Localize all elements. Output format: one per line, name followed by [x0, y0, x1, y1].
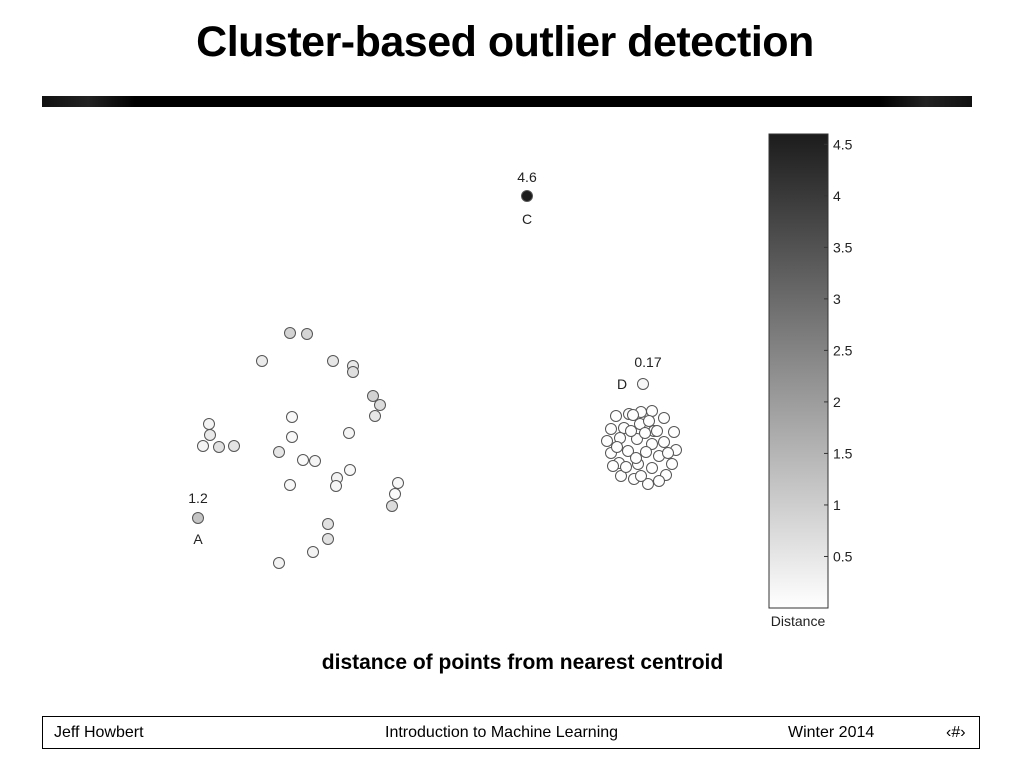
- outlier-point-a: [192, 512, 204, 524]
- point-left-cluster: [228, 440, 240, 452]
- footer-course: Introduction to Machine Learning: [385, 724, 619, 741]
- points-layer: [192, 190, 682, 569]
- point-left-cluster: [204, 429, 216, 441]
- point-left-cluster: [330, 480, 342, 492]
- point-left-cluster: [344, 464, 356, 476]
- slide-title: Cluster-based outlier detection: [196, 18, 814, 66]
- footer-author: Jeff Howbert: [54, 724, 144, 741]
- colorbar-label: Distance: [771, 613, 826, 629]
- point-right-cluster: [662, 447, 674, 459]
- colorbar-tick-label: 2.5: [833, 342, 853, 358]
- point-left-cluster: [347, 366, 359, 378]
- point-left-cluster: [369, 410, 381, 422]
- point-left-cluster: [301, 328, 313, 340]
- point-right-cluster: [610, 410, 622, 422]
- point-left-cluster: [284, 327, 296, 339]
- point-right-cluster: [646, 462, 658, 474]
- point-right-cluster: [615, 470, 627, 482]
- point-left-cluster: [286, 431, 298, 443]
- colorbar-ticks: 0.5 1 1.5 2 2.5 3 3.5 4 4.5: [824, 136, 853, 564]
- point-left-cluster: [386, 500, 398, 512]
- colorbar-tick-label: 0.5: [833, 548, 853, 564]
- outlier-point-c: [521, 190, 533, 202]
- outlier-label-d: D: [617, 376, 627, 392]
- footer-bar: Jeff Howbert Introduction to Machine Lea…: [42, 716, 980, 749]
- point-right-cluster: [601, 435, 613, 447]
- point-left-cluster: [297, 454, 309, 466]
- colorbar-tick-label: 4: [833, 188, 841, 204]
- point-right-cluster: [642, 478, 654, 490]
- point-right-cluster: [635, 470, 647, 482]
- point-left-cluster: [307, 546, 319, 558]
- point-left-cluster: [389, 488, 401, 500]
- point-right-cluster: [658, 436, 670, 448]
- point-right-cluster: [643, 415, 655, 427]
- footer-page-number: ‹#›: [946, 724, 966, 741]
- outlier-value-d: 0.17: [634, 354, 661, 370]
- point-right-cluster: [620, 461, 632, 473]
- point-right-cluster: [658, 412, 670, 424]
- point-right-cluster: [605, 423, 617, 435]
- colorbar-tick-label: 3: [833, 291, 841, 307]
- point-left-cluster: [322, 533, 334, 545]
- footer-term: Winter 2014: [788, 724, 875, 741]
- point-left-cluster: [273, 446, 285, 458]
- outlier-label-c: C: [522, 211, 532, 227]
- point-right-cluster: [625, 425, 637, 437]
- point-left-cluster: [327, 355, 339, 367]
- outlier-label-a: A: [193, 531, 203, 547]
- figure-caption: distance of points from nearest centroid: [321, 651, 724, 674]
- point-right-cluster: [640, 446, 652, 458]
- point-left-cluster: [343, 427, 355, 439]
- point-right-cluster: [646, 405, 658, 417]
- point-left-cluster: [197, 440, 209, 452]
- colorbar: 0.5 1 1.5 2 2.5 3 3.5 4 4.5 Distance: [768, 133, 853, 629]
- colorbar-tick-label: 4.5: [833, 136, 853, 152]
- colorbar-tick-label: 1.5: [833, 445, 853, 461]
- point-right-cluster: [666, 458, 678, 470]
- outlier-value-c: 4.6: [517, 169, 537, 185]
- title-underline: [42, 96, 972, 107]
- point-right-cluster: [653, 475, 665, 487]
- colorbar-tick-label: 2: [833, 394, 841, 410]
- outlier-point-d: [637, 378, 649, 390]
- outlier-value-a: 1.2: [188, 490, 208, 506]
- point-left-cluster: [213, 441, 225, 453]
- point-left-cluster: [273, 557, 285, 569]
- point-right-cluster: [639, 427, 651, 439]
- point-right-cluster: [631, 433, 643, 445]
- point-right-cluster: [646, 438, 658, 450]
- point-right-cluster: [668, 426, 680, 438]
- point-left-cluster: [374, 399, 386, 411]
- colorbar-tick-label: 3.5: [833, 239, 853, 255]
- point-left-cluster: [392, 477, 404, 489]
- point-left-cluster: [322, 518, 334, 530]
- point-left-cluster: [203, 418, 215, 430]
- point-left-cluster: [367, 390, 379, 402]
- point-right-cluster: [607, 460, 619, 472]
- point-right-cluster: [630, 452, 642, 464]
- point-right-cluster: [627, 409, 639, 421]
- labels-layer: 1.2A 4.6C 0.17D: [188, 169, 662, 547]
- colorbar-tick-label: 1: [833, 497, 841, 513]
- point-left-cluster: [284, 479, 296, 491]
- point-left-cluster: [286, 411, 298, 423]
- point-right-cluster: [651, 425, 663, 437]
- point-right-cluster: [622, 445, 634, 457]
- colorbar-gradient: [768, 133, 829, 609]
- point-right-cluster: [611, 441, 623, 453]
- point-left-cluster: [256, 355, 268, 367]
- point-left-cluster: [309, 455, 321, 467]
